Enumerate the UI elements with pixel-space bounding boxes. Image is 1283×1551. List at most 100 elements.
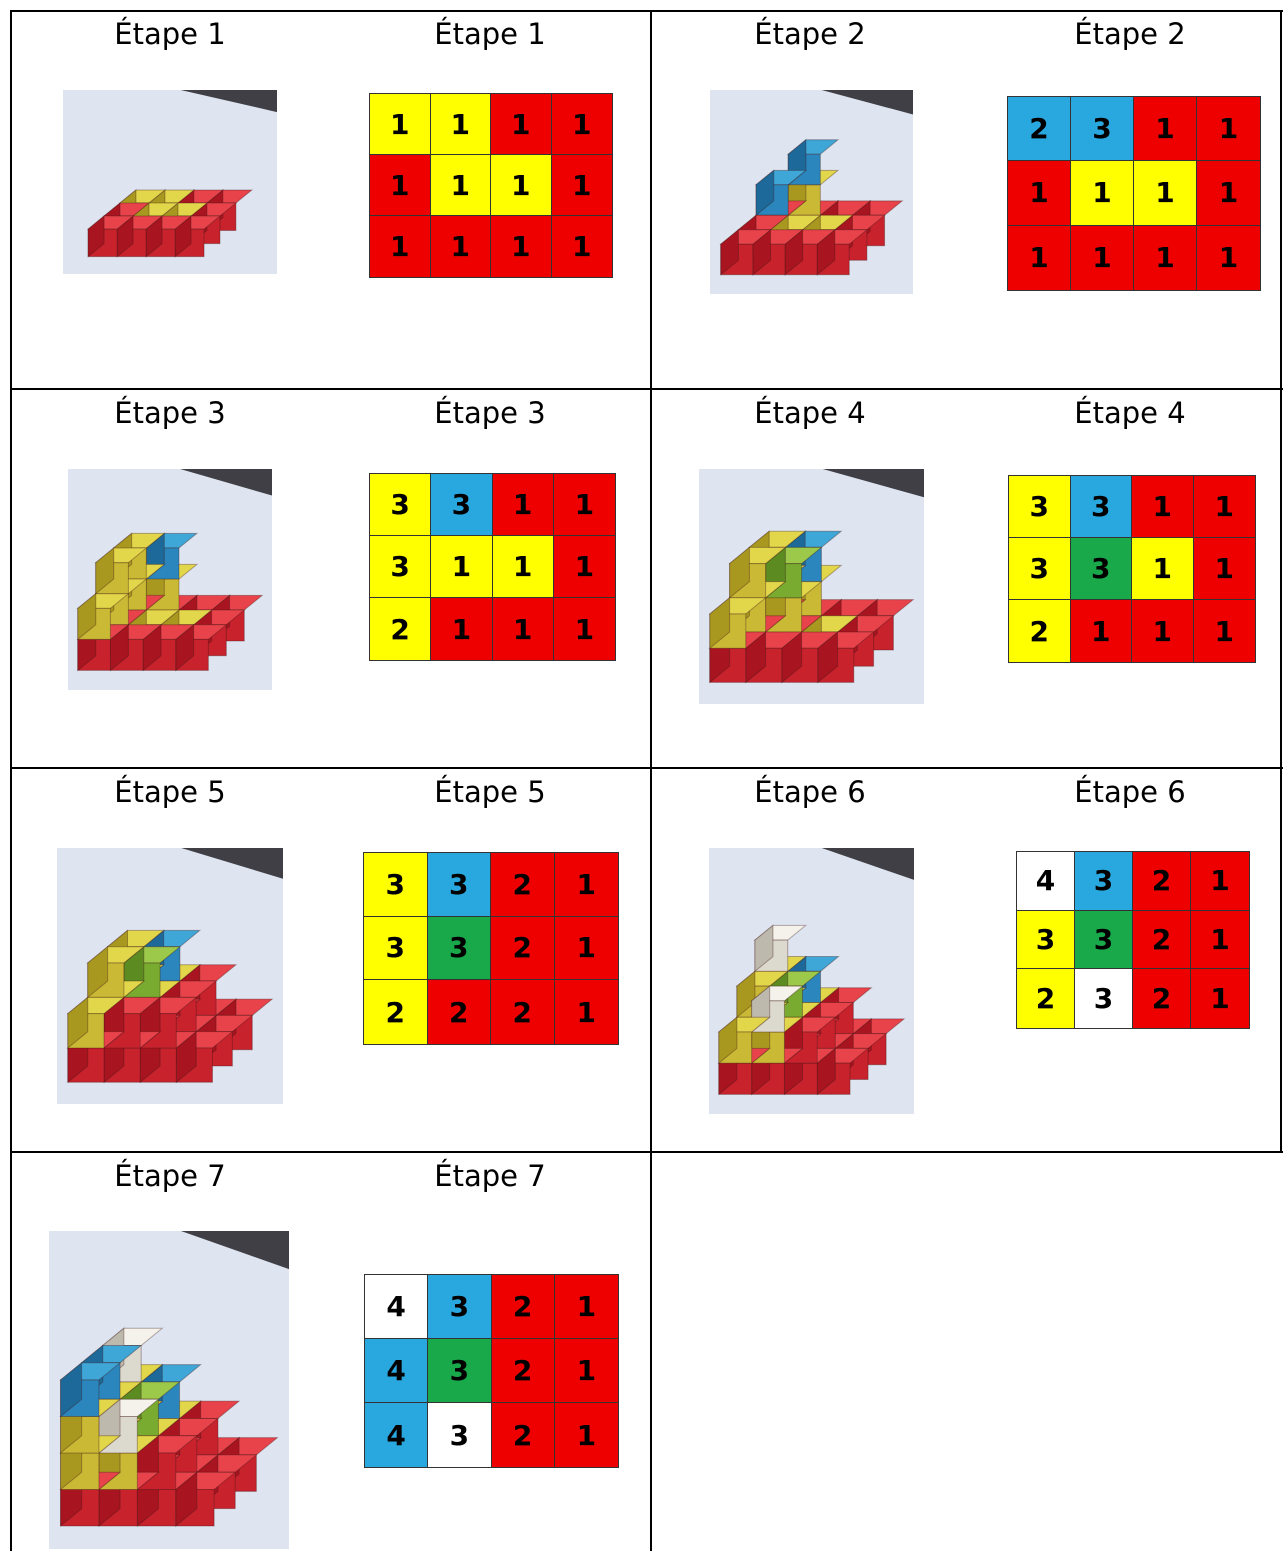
step-2-grid-label: Étape 2 (1074, 16, 1185, 52)
grid-cell: 1 (431, 216, 492, 277)
grid-cell: 1 (1191, 969, 1249, 1028)
grid-cell: 3 (1009, 476, 1071, 538)
grid-cell: 3 (364, 917, 428, 981)
step-3-photo (68, 469, 272, 690)
grid-cell: 1 (1132, 538, 1194, 600)
grid-cell: 2 (492, 1275, 555, 1339)
grid-cell: 1 (1071, 600, 1133, 662)
step-1-photo-label: Étape 1 (114, 16, 225, 52)
column-divider (650, 10, 652, 1551)
grid-cell: 1 (555, 853, 619, 917)
grid-cell: 1 (1194, 476, 1256, 538)
grid-cell: 3 (1017, 911, 1075, 970)
grid-cell: 1 (1194, 600, 1256, 662)
step-4-photo (699, 469, 924, 704)
step-4-grid-label: Étape 4 (1074, 395, 1185, 431)
grid-cell: 1 (1191, 852, 1249, 911)
grid-cell: 3 (428, 917, 492, 981)
grid-cell: 1 (1197, 161, 1260, 225)
table-border-top (10, 10, 1283, 12)
step-6-grid-label: Étape 6 (1074, 774, 1185, 810)
grid-cell: 1 (370, 155, 431, 216)
step-2-photo-label: Étape 2 (754, 16, 865, 52)
grid-cell: 1 (554, 536, 615, 598)
step-6-photo-label: Étape 6 (754, 774, 865, 810)
grid-cell: 2 (370, 598, 431, 660)
step-7-photo-label: Étape 7 (114, 1158, 225, 1194)
step-7-grid-label: Étape 7 (434, 1158, 545, 1194)
grid-cell: 1 (555, 980, 619, 1044)
grid-cell: 2 (1133, 852, 1191, 911)
grid-cell: 2 (491, 917, 555, 981)
grid-cell: 1 (1134, 97, 1197, 161)
step-6-photo (709, 848, 914, 1114)
grid-cell: 1 (493, 474, 554, 536)
grid-cell: 1 (1134, 226, 1197, 290)
grid-cell: 1 (1132, 476, 1194, 538)
grid-cell: 1 (493, 536, 554, 598)
step-1-photo (63, 90, 277, 274)
grid-cell: 1 (552, 216, 613, 277)
grid-cell: 1 (555, 1339, 618, 1403)
grid-cell: 2 (491, 853, 555, 917)
grid-cell: 1 (370, 216, 431, 277)
grid-cell: 3 (428, 1339, 491, 1403)
step-2-photo (710, 90, 913, 294)
grid-cell: 2 (492, 1403, 555, 1467)
grid-cell: 1 (555, 1403, 618, 1467)
grid-cell: 1 (370, 94, 431, 155)
grid-cell: 1 (1071, 161, 1134, 225)
grid-cell: 1 (431, 598, 492, 660)
grid-cell: 2 (491, 980, 555, 1044)
grid-cell: 3 (1071, 476, 1133, 538)
grid-cell: 3 (1075, 969, 1133, 1028)
step-7-photo (49, 1231, 289, 1549)
row-divider (10, 1151, 1283, 1153)
grid-cell: 1 (493, 598, 554, 660)
grid-cell: 3 (1071, 538, 1133, 600)
grid-cell: 1 (431, 94, 492, 155)
grid-cell: 3 (1075, 911, 1133, 970)
grid-cell: 3 (428, 1275, 491, 1339)
step-5-grid-label: Étape 5 (434, 774, 545, 810)
grid-cell: 4 (365, 1339, 428, 1403)
grid-cell: 1 (431, 155, 492, 216)
step-5-photo-label: Étape 5 (114, 774, 225, 810)
grid-cell: 3 (1071, 97, 1134, 161)
grid-cell: 1 (1191, 911, 1249, 970)
grid-cell: 2 (1009, 600, 1071, 662)
grid-cell: 3 (370, 474, 431, 536)
grid-cell: 2 (1133, 911, 1191, 970)
grid-cell: 1 (1132, 600, 1194, 662)
grid-cell: 3 (1009, 538, 1071, 600)
grid-cell: 1 (1071, 226, 1134, 290)
grid-cell: 3 (1075, 852, 1133, 911)
grid-cell: 3 (431, 474, 492, 536)
grid-cell: 1 (1197, 97, 1260, 161)
row-divider (10, 388, 1283, 390)
grid-cell: 2 (492, 1339, 555, 1403)
step-3-photo-label: Étape 3 (114, 395, 225, 431)
grid-cell: 1 (552, 155, 613, 216)
grid-cell: 1 (552, 94, 613, 155)
grid-cell: 1 (1134, 161, 1197, 225)
grid-cell: 2 (1133, 969, 1191, 1028)
grid-cell: 1 (1194, 538, 1256, 600)
grid-cell: 1 (555, 1275, 618, 1339)
grid-cell: 4 (365, 1403, 428, 1467)
grid-cell: 1 (1197, 226, 1260, 290)
grid-cell: 2 (428, 980, 492, 1044)
grid-cell: 1 (1008, 161, 1071, 225)
grid-cell: 1 (555, 917, 619, 981)
step-1-grid-label: Étape 1 (434, 16, 545, 52)
step-3-grid-label: Étape 3 (434, 395, 545, 431)
grid-cell: 2 (1017, 969, 1075, 1028)
grid-cell: 3 (428, 853, 492, 917)
grid-cell: 4 (365, 1275, 428, 1339)
